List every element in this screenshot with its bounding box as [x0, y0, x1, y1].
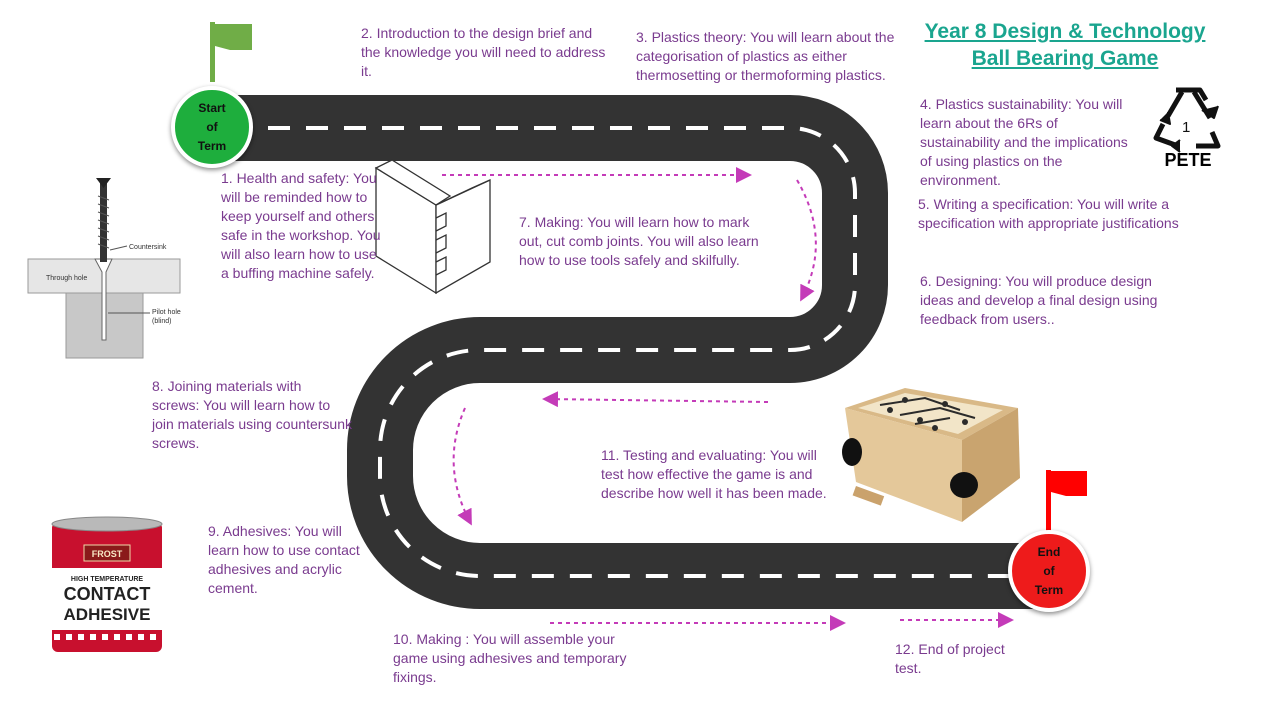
- end-line-3: Term: [1034, 582, 1064, 597]
- step-4-sustainability: 4. Plastics sustainability: You will lea…: [920, 96, 1128, 188]
- road: [230, 95, 1040, 609]
- arrow-left-curve: [452, 407, 472, 526]
- title-line-1: Year 8 Design & Technology: [924, 20, 1206, 43]
- progress-arrows: [442, 167, 1014, 631]
- countersink-diagram-icon: Countersink Through hole Pilot hole (bli…: [27, 178, 181, 359]
- arrow-middle: [542, 391, 769, 408]
- start-flag-icon: [210, 22, 252, 82]
- step-6-designing: 6. Designing: You will produce design id…: [920, 273, 1158, 327]
- step-5-specification: 5. Writing a specification: You will wri…: [918, 196, 1179, 231]
- recycling-pete-icon: 1: [1153, 87, 1221, 153]
- start-line-3: Term: [197, 138, 227, 153]
- through-hole-label: Through hole: [46, 275, 87, 282]
- start-of-term-marker: Start of Term: [171, 86, 253, 168]
- step-3-plastics-theory: 3. Plastics theory: You will learn about…: [636, 29, 895, 83]
- comb-joint-icon: [374, 159, 491, 295]
- pilot-hole-label: Pilot hole: [152, 309, 181, 316]
- start-line-2: of: [206, 119, 218, 134]
- step-9-adhesives: 9. Adhesives: You will learn how to use …: [208, 523, 360, 596]
- step-11-testing: 11. Testing and evaluating: You will tes…: [601, 447, 827, 501]
- labyrinth-game-icon: [842, 388, 1020, 522]
- step-7-making-joints: 7. Making: You will learn how to mark ou…: [519, 214, 759, 268]
- arrow-right-curve: [796, 179, 817, 302]
- start-line-1: Start: [198, 100, 226, 115]
- step-2-design-brief: 2. Introduction to the design brief and …: [361, 25, 606, 79]
- adhesive-can-icon: FROST HIGH TEMPERATURE CONTACT ADHESIVE: [51, 516, 163, 652]
- step-10-making-assembly: 10. Making : You will assemble your game…: [393, 631, 627, 685]
- end-of-term-marker: End of Term: [1008, 530, 1090, 612]
- end-line-2: of: [1043, 563, 1055, 578]
- blind-label: (blind): [152, 318, 171, 325]
- pete-label: PETE: [1164, 150, 1212, 170]
- step-8-joining-screws: 8. Joining materials with screws: You wi…: [152, 378, 352, 451]
- can-line2: CONTACT: [64, 584, 151, 604]
- page-title: Year 8 Design & Technology Ball Bearing …: [900, 18, 1230, 72]
- can-line1: HIGH TEMPERATURE: [71, 576, 144, 583]
- end-flag-icon: [1046, 470, 1087, 532]
- recycling-number: 1: [1182, 119, 1190, 136]
- step-1-health-safety: 1. Health and safety: You will be remind…: [221, 170, 381, 281]
- end-line-1: End: [1037, 544, 1061, 559]
- title-line-2: Ball Bearing Game: [971, 47, 1159, 70]
- step-12-end-test: 12. End of project test.: [895, 641, 1005, 676]
- countersink-label: Countersink: [129, 244, 167, 251]
- can-line3: ADHESIVE: [64, 605, 151, 624]
- can-brand: FROST: [92, 549, 123, 559]
